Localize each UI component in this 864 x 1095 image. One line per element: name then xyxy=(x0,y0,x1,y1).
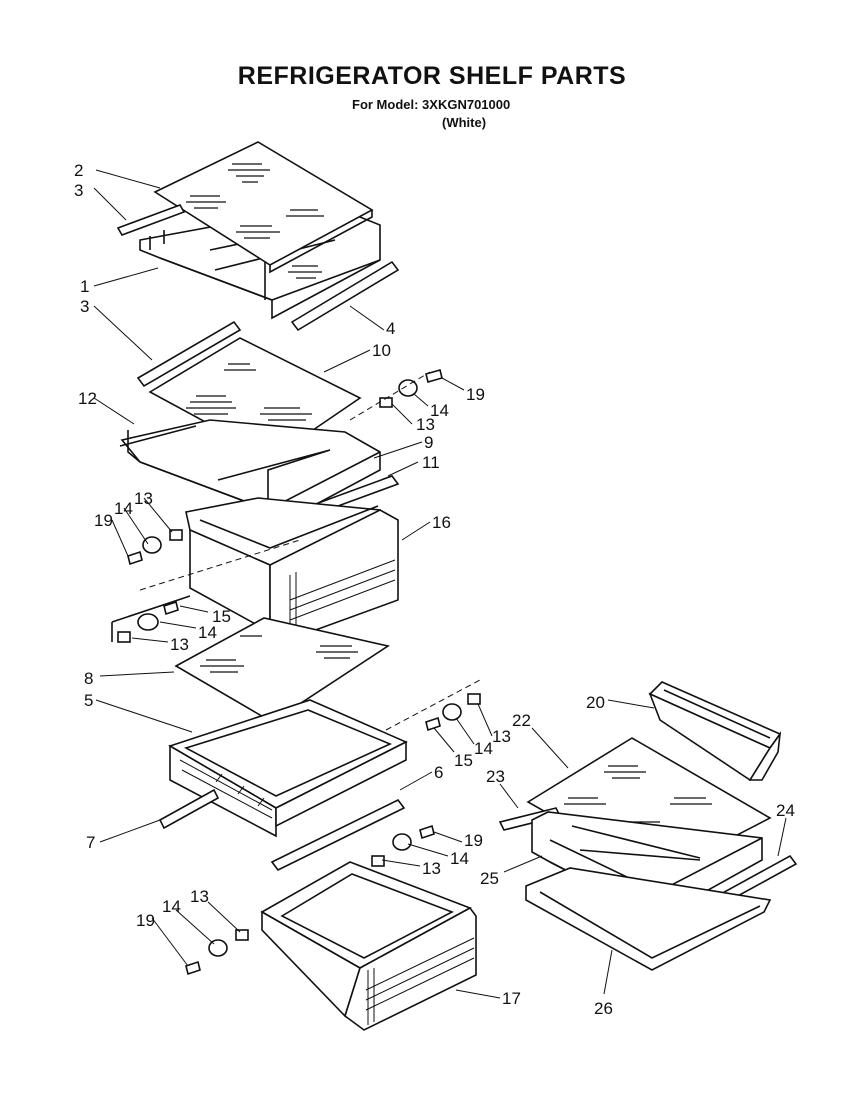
spacer-13-upper-right xyxy=(379,397,393,408)
callout-7: 7 xyxy=(86,833,95,852)
top-shelf-assembly xyxy=(116,141,400,332)
bushing-14-pan16-left xyxy=(142,536,162,554)
rail-26 xyxy=(525,867,772,971)
callout-17: 17 xyxy=(502,989,521,1008)
callout-2: 2 xyxy=(74,161,83,180)
screw-19-upper-right xyxy=(425,369,443,383)
callout-13-left: 13 xyxy=(134,489,153,508)
glass-shelf-8 xyxy=(174,617,391,723)
callout-4: 4 xyxy=(386,319,395,338)
callout-14-bottom: 14 xyxy=(162,897,181,916)
callout-6: 6 xyxy=(434,763,443,782)
rail-6 xyxy=(270,798,406,872)
door-bin-20 xyxy=(648,681,782,782)
callout-13-right: 13 xyxy=(492,727,511,746)
callout-15-right: 15 xyxy=(454,751,473,770)
callout-13-upper-right: 13 xyxy=(416,415,435,434)
callout-9: 9 xyxy=(424,433,433,452)
callout-1: 1 xyxy=(80,277,89,296)
callout-5: 5 xyxy=(84,691,93,710)
rail-4-right xyxy=(290,260,400,332)
crisper-pan-17 xyxy=(185,824,477,1031)
callout-14-lower: 14 xyxy=(450,849,469,868)
bushing-14-upper-right xyxy=(398,379,418,397)
callout-3-middle: 3 xyxy=(80,297,89,316)
callout-24: 24 xyxy=(776,801,795,820)
callout-labels: 2 3 1 3 4 10 12 19 14 13 9 11 16 19 14 1… xyxy=(74,161,795,1018)
color-line: (White) xyxy=(442,115,487,130)
callout-14-right: 14 xyxy=(474,739,493,758)
callout-11: 11 xyxy=(422,453,440,472)
crisper-frame-5 xyxy=(158,679,481,872)
callout-26: 26 xyxy=(594,999,613,1018)
glass-reflection-marks xyxy=(186,163,324,279)
rail-3-upper xyxy=(136,320,242,388)
model-line: For Model: 3XKGN701000 xyxy=(352,97,511,112)
screw-15-right xyxy=(425,716,441,732)
pan-16 xyxy=(127,497,399,641)
callout-15-middle: 15 xyxy=(212,607,231,626)
callout-8: 8 xyxy=(84,669,93,688)
bushing-14-right xyxy=(442,703,462,721)
callout-19-bottom: 19 xyxy=(136,911,155,930)
page-title: REFRIGERATOR SHELF PARTS xyxy=(237,62,627,90)
callout-20: 20 xyxy=(586,693,605,712)
screw-19-pan16-left xyxy=(127,550,143,566)
spacer-13-pan16-left xyxy=(169,529,183,541)
callout-16: 16 xyxy=(432,513,451,532)
callout-10: 10 xyxy=(372,341,391,360)
leader-lines xyxy=(93,169,787,999)
callout-23: 23 xyxy=(486,767,505,786)
callout-19-left: 19 xyxy=(94,511,113,530)
callout-3-top: 3 xyxy=(74,181,83,200)
callout-13-bottom: 13 xyxy=(190,887,209,906)
callout-14-upper-right: 14 xyxy=(430,401,449,420)
callout-13-middle: 13 xyxy=(170,635,189,654)
callout-19-upper-right: 19 xyxy=(466,385,485,404)
callout-14-middle: 14 xyxy=(198,623,217,642)
rail-3-left xyxy=(116,204,186,236)
right-shelf-assembly xyxy=(498,737,798,971)
callout-14-left: 14 xyxy=(114,499,133,518)
second-shelf-assembly xyxy=(119,320,443,532)
hardware-group-middle-left xyxy=(111,595,191,643)
callout-12: 12 xyxy=(78,389,97,408)
callout-22: 22 xyxy=(512,711,531,730)
callout-19-lower: 19 xyxy=(464,831,483,850)
spacer-13-right xyxy=(467,693,481,705)
rail-7 xyxy=(158,788,220,830)
callout-13-lower: 13 xyxy=(422,859,441,878)
callout-25: 25 xyxy=(480,869,499,888)
